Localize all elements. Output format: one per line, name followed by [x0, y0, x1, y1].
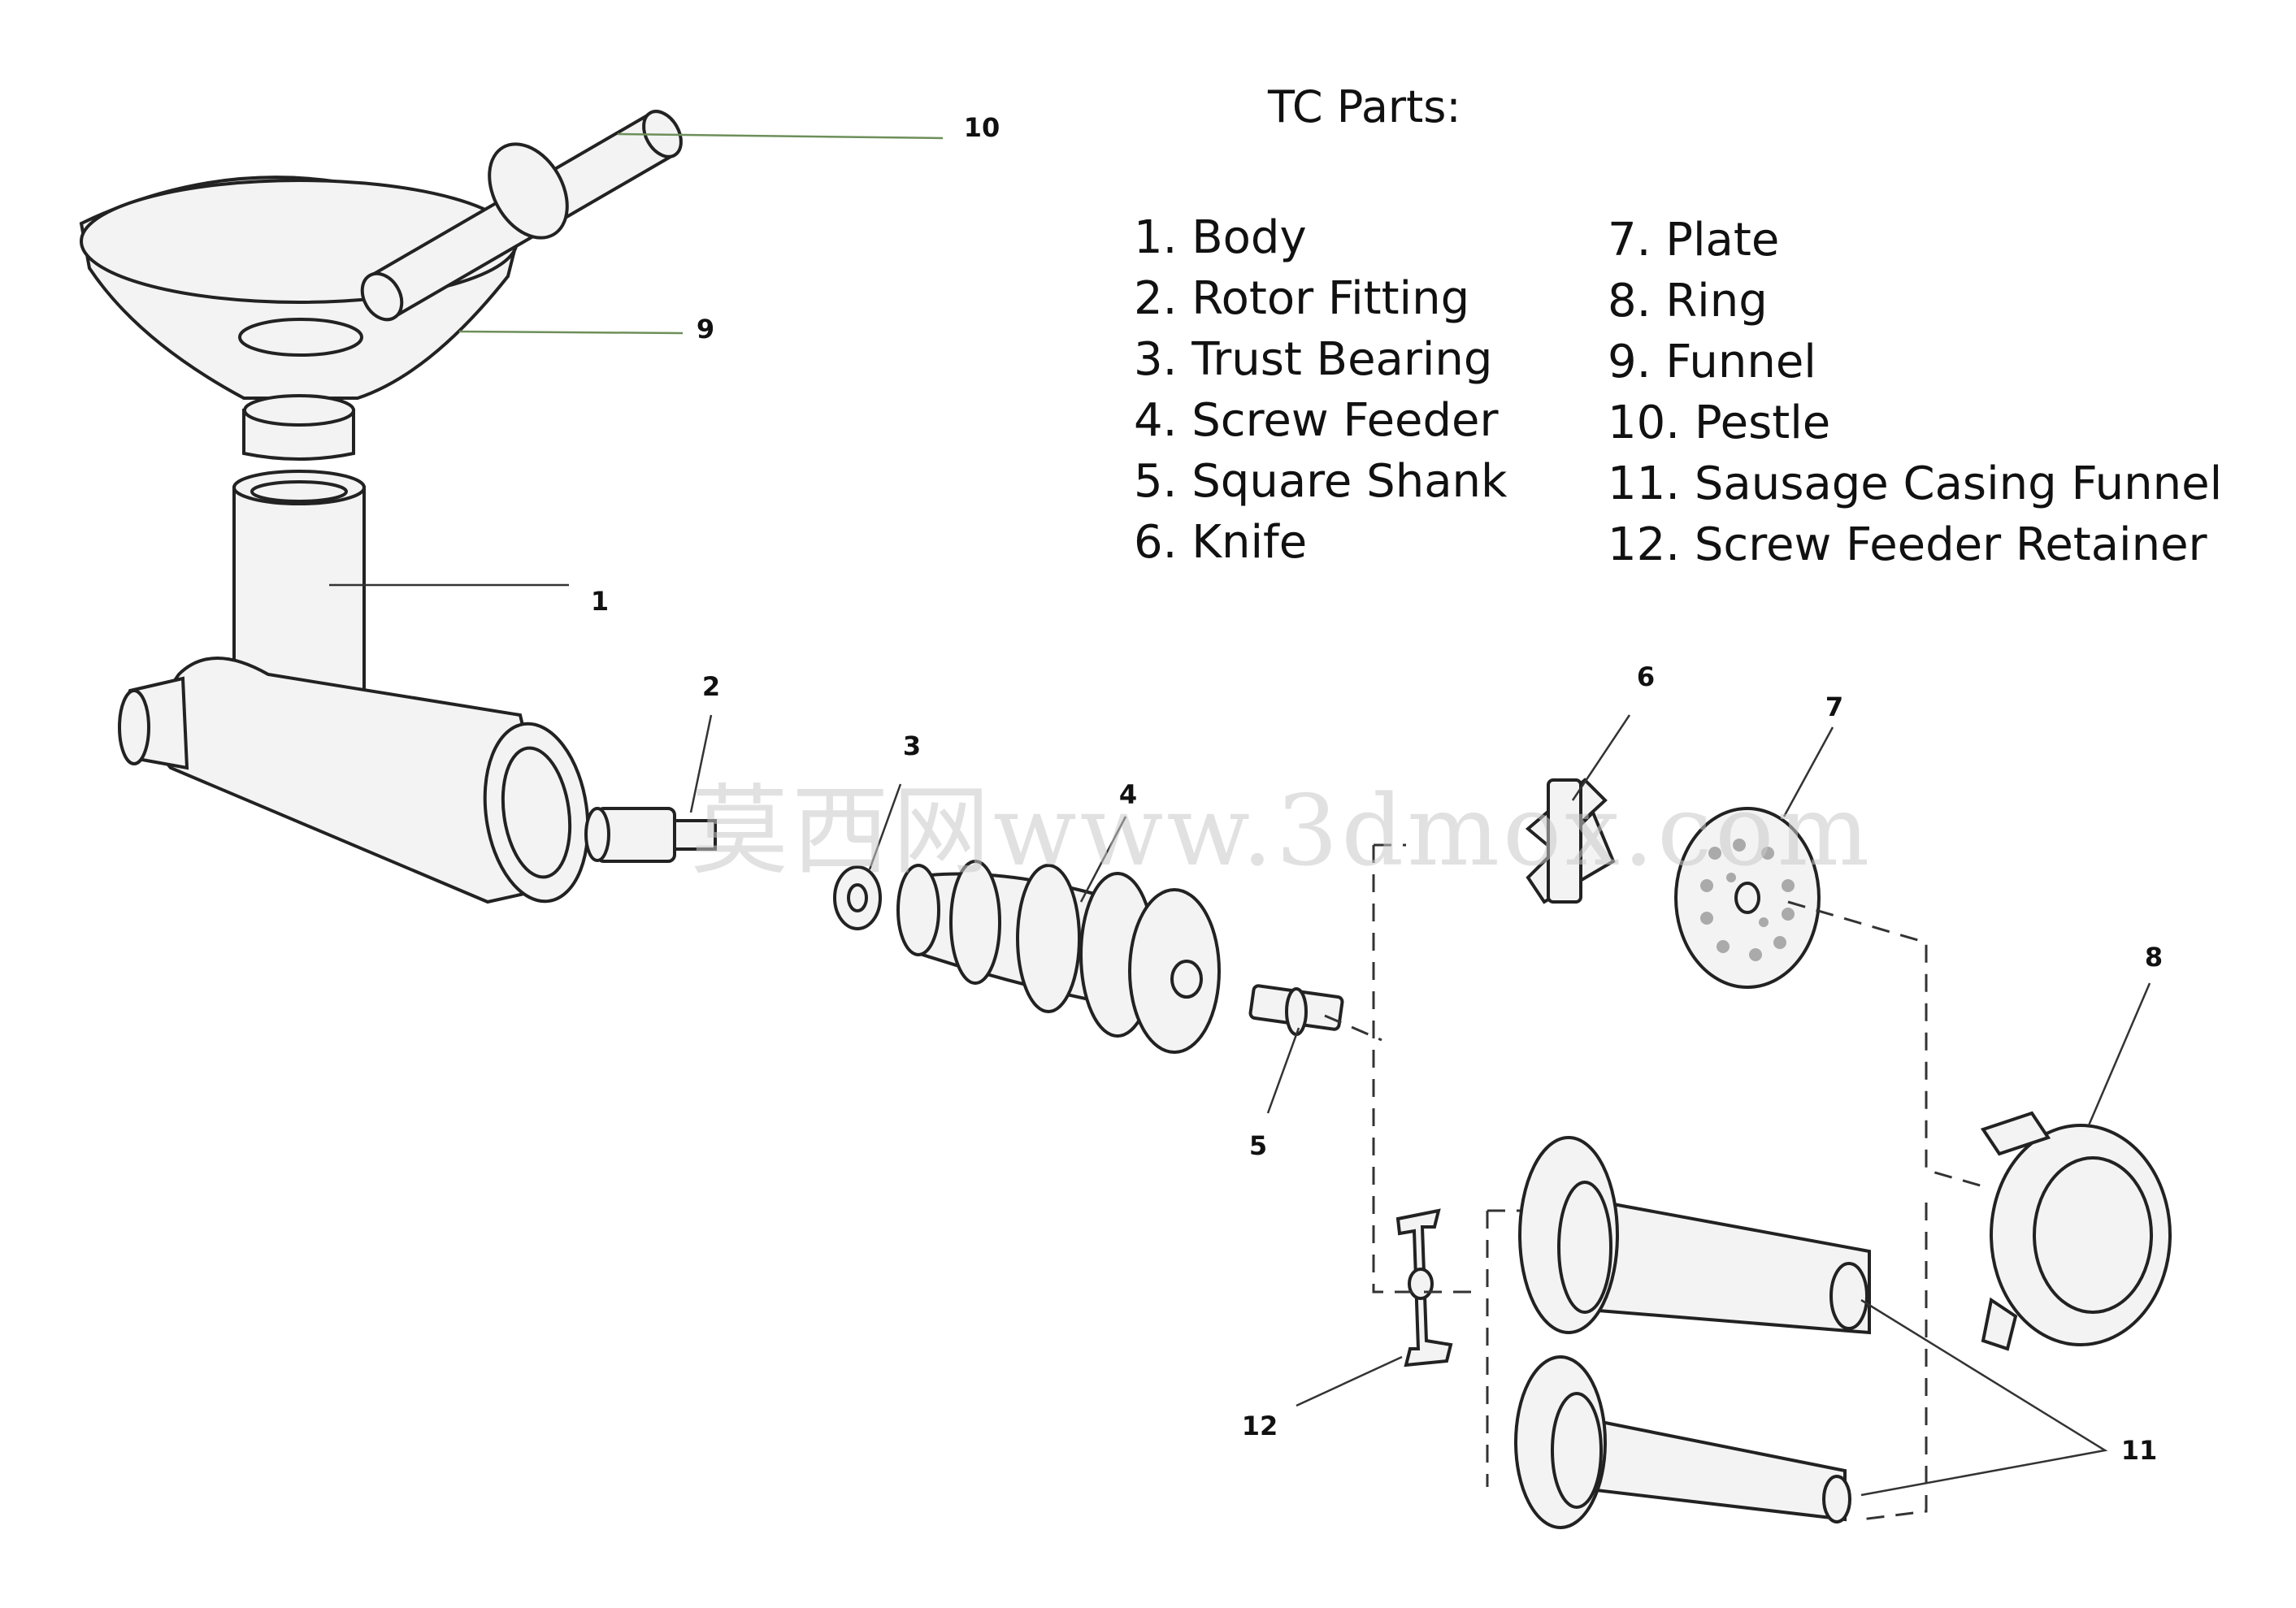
screw-feeder-part — [896, 860, 1221, 1054]
callout-8: 8 — [2144, 942, 2164, 973]
callout-7: 7 — [1825, 691, 1844, 722]
sausage-casing-funnel-small — [1514, 1355, 1851, 1529]
legend-item-trust-bearing: 3. Trust Bearing — [1134, 333, 1493, 386]
leader-3 — [868, 783, 902, 870]
leader-12 — [1296, 1355, 1403, 1407]
callout-2: 2 — [701, 671, 721, 702]
square-shank-part — [1248, 984, 1344, 1036]
legend-item-rotor-fitting: 2. Rotor Fitting — [1134, 272, 1470, 325]
assembly-guide-right — [1486, 900, 1984, 1521]
sausage-casing-funnel-large — [1518, 1136, 1871, 1335]
callout-3: 3 — [902, 730, 922, 761]
plate-part — [1674, 807, 1821, 989]
legend-title: TC Parts: — [1268, 81, 1461, 132]
legend-item-screw-feeder-retainer: 12. Screw Feeder Retainer — [1608, 518, 2207, 571]
callout-9: 9 — [696, 314, 715, 345]
legend-item-plate: 7. Plate — [1608, 214, 1780, 267]
pestle-part — [360, 110, 683, 322]
callout-1: 1 — [590, 586, 610, 617]
leader-5 — [1266, 1027, 1300, 1114]
callout-10: 10 — [963, 112, 1000, 143]
assembly-axis — [1324, 1014, 1382, 1042]
watermark: 莫西网www.3dmox.com — [691, 775, 1873, 888]
legend-item-screw-feeder: 4. Screw Feeder — [1134, 394, 1499, 447]
screw-feeder-retainer-part — [1395, 1208, 1453, 1367]
legend-item-pestle: 10. Pestle — [1608, 397, 1831, 449]
legend-item-ring: 8. Ring — [1608, 275, 1768, 327]
callout-11: 11 — [2120, 1435, 2158, 1466]
leader-6 — [1571, 714, 1631, 801]
ring-part — [1980, 1111, 2172, 1351]
assembly-guide-left — [1372, 843, 1479, 1294]
legend-item-body: 1. Body — [1134, 211, 1307, 264]
legend-item-knife: 6. Knife — [1134, 516, 1308, 569]
callout-4: 4 — [1118, 779, 1138, 810]
leader-9 — [458, 330, 684, 335]
callout-6: 6 — [1636, 661, 1656, 692]
leader-11 — [1860, 1298, 2108, 1497]
leader-2 — [689, 714, 713, 813]
callout-5: 5 — [1248, 1130, 1268, 1161]
funnel-part — [79, 176, 519, 461]
trust-bearing-part — [833, 865, 882, 930]
legend-item-sausage-casing-funnel: 11. Sausage Casing Funnel — [1608, 457, 2223, 510]
leader-7 — [1782, 726, 1834, 817]
leader-8 — [2087, 982, 2151, 1126]
legend-item-square-shank: 5. Square Shank — [1134, 455, 1508, 508]
legend-left-column: 1. Body 2. Rotor Fitting 3. Trust Bearin… — [1134, 207, 1507, 573]
rotor-fitting-part — [584, 807, 717, 863]
knife-part — [1525, 778, 1616, 904]
leader-4 — [1079, 816, 1127, 903]
callout-12: 12 — [1241, 1411, 1278, 1441]
body-part — [118, 470, 590, 904]
legend-item-funnel: 9. Funnel — [1608, 336, 1816, 388]
legend-right-column: 7. Plate 8. Ring 9. Funnel 10. Pestle 11… — [1608, 210, 2222, 575]
leader-10 — [617, 132, 944, 140]
